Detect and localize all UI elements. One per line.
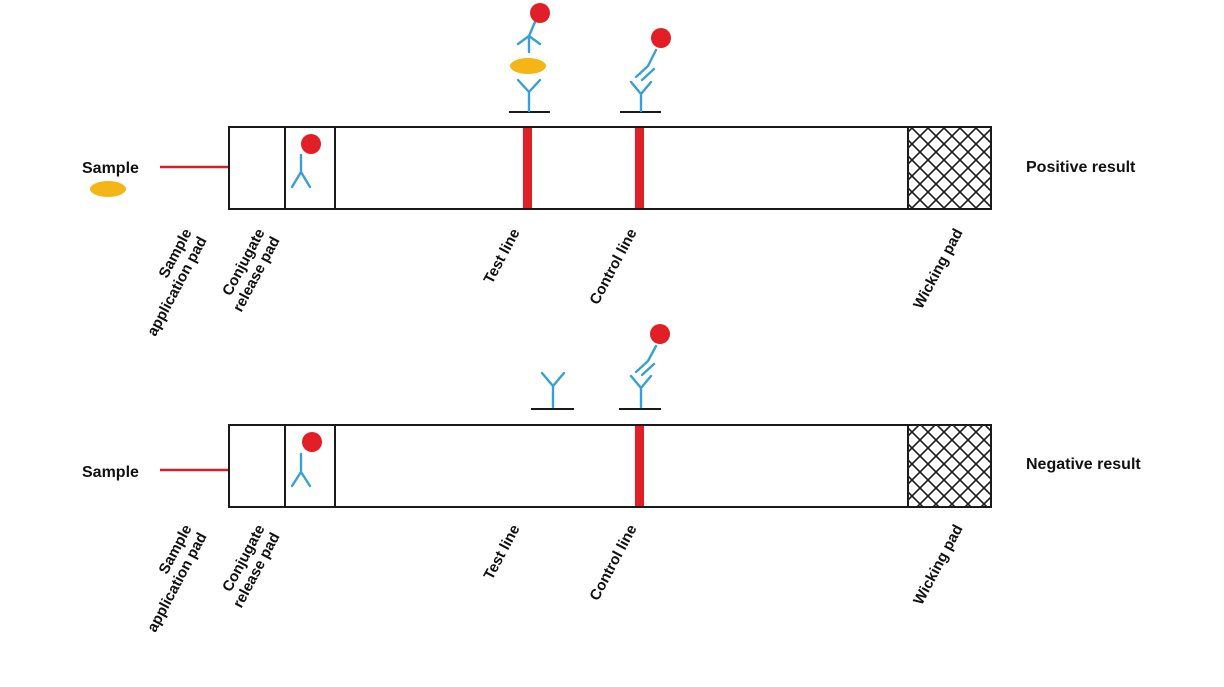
positive-test-strip bbox=[228, 126, 992, 210]
negative-panel: Sample Negative result Sample applicatio… bbox=[82, 324, 1141, 635]
negative-test-strip bbox=[228, 424, 992, 508]
negative-test-line-label: Test line bbox=[480, 522, 523, 583]
negative-control-label-dot bbox=[650, 324, 670, 344]
positive-control-line-label: Control line bbox=[586, 226, 640, 308]
positive-test-line-label: Test line bbox=[480, 226, 523, 287]
negative-wicking-pad bbox=[907, 424, 992, 508]
negative-control-band bbox=[635, 426, 644, 506]
negative-sample-pad-label: Sample application pad bbox=[144, 522, 211, 635]
positive-sample-analyte bbox=[90, 181, 126, 197]
positive-conjugate-pad-label: Conjugate release pad bbox=[219, 226, 283, 315]
negative-conjugate-antibody bbox=[290, 432, 322, 488]
negative-sample-label: Sample bbox=[82, 464, 139, 481]
negative-conjugate-label-dot bbox=[302, 432, 322, 452]
positive-wicking-pad-label: Wicking pad bbox=[910, 226, 966, 312]
positive-control-complex bbox=[629, 28, 671, 113]
positive-panel: Sample Positive result bbox=[82, 3, 1136, 339]
positive-control-band bbox=[635, 128, 644, 208]
positive-sample-pad-label: Sample application pad bbox=[144, 226, 211, 339]
negative-control-complex bbox=[629, 324, 670, 409]
positive-control-label-dot bbox=[651, 28, 671, 48]
positive-test-label-dot bbox=[530, 3, 550, 23]
negative-wicking-pad-label: Wicking pad bbox=[910, 522, 966, 608]
negative-test-capture-antibody bbox=[540, 371, 566, 409]
positive-conjugate-antibody bbox=[290, 134, 321, 189]
positive-result-label: Positive result bbox=[1026, 159, 1136, 176]
negative-result-label: Negative result bbox=[1026, 456, 1141, 473]
positive-conjugate-label-dot bbox=[301, 134, 321, 154]
negative-conjugate-pad-label: Conjugate release pad bbox=[219, 522, 283, 611]
negative-control-line-label: Control line bbox=[586, 522, 640, 604]
positive-test-analyte bbox=[510, 58, 546, 74]
positive-sample-label: Sample bbox=[82, 160, 139, 177]
positive-test-band bbox=[523, 128, 532, 208]
positive-test-sandwich-complex bbox=[510, 3, 550, 113]
positive-wicking-pad bbox=[907, 126, 992, 210]
